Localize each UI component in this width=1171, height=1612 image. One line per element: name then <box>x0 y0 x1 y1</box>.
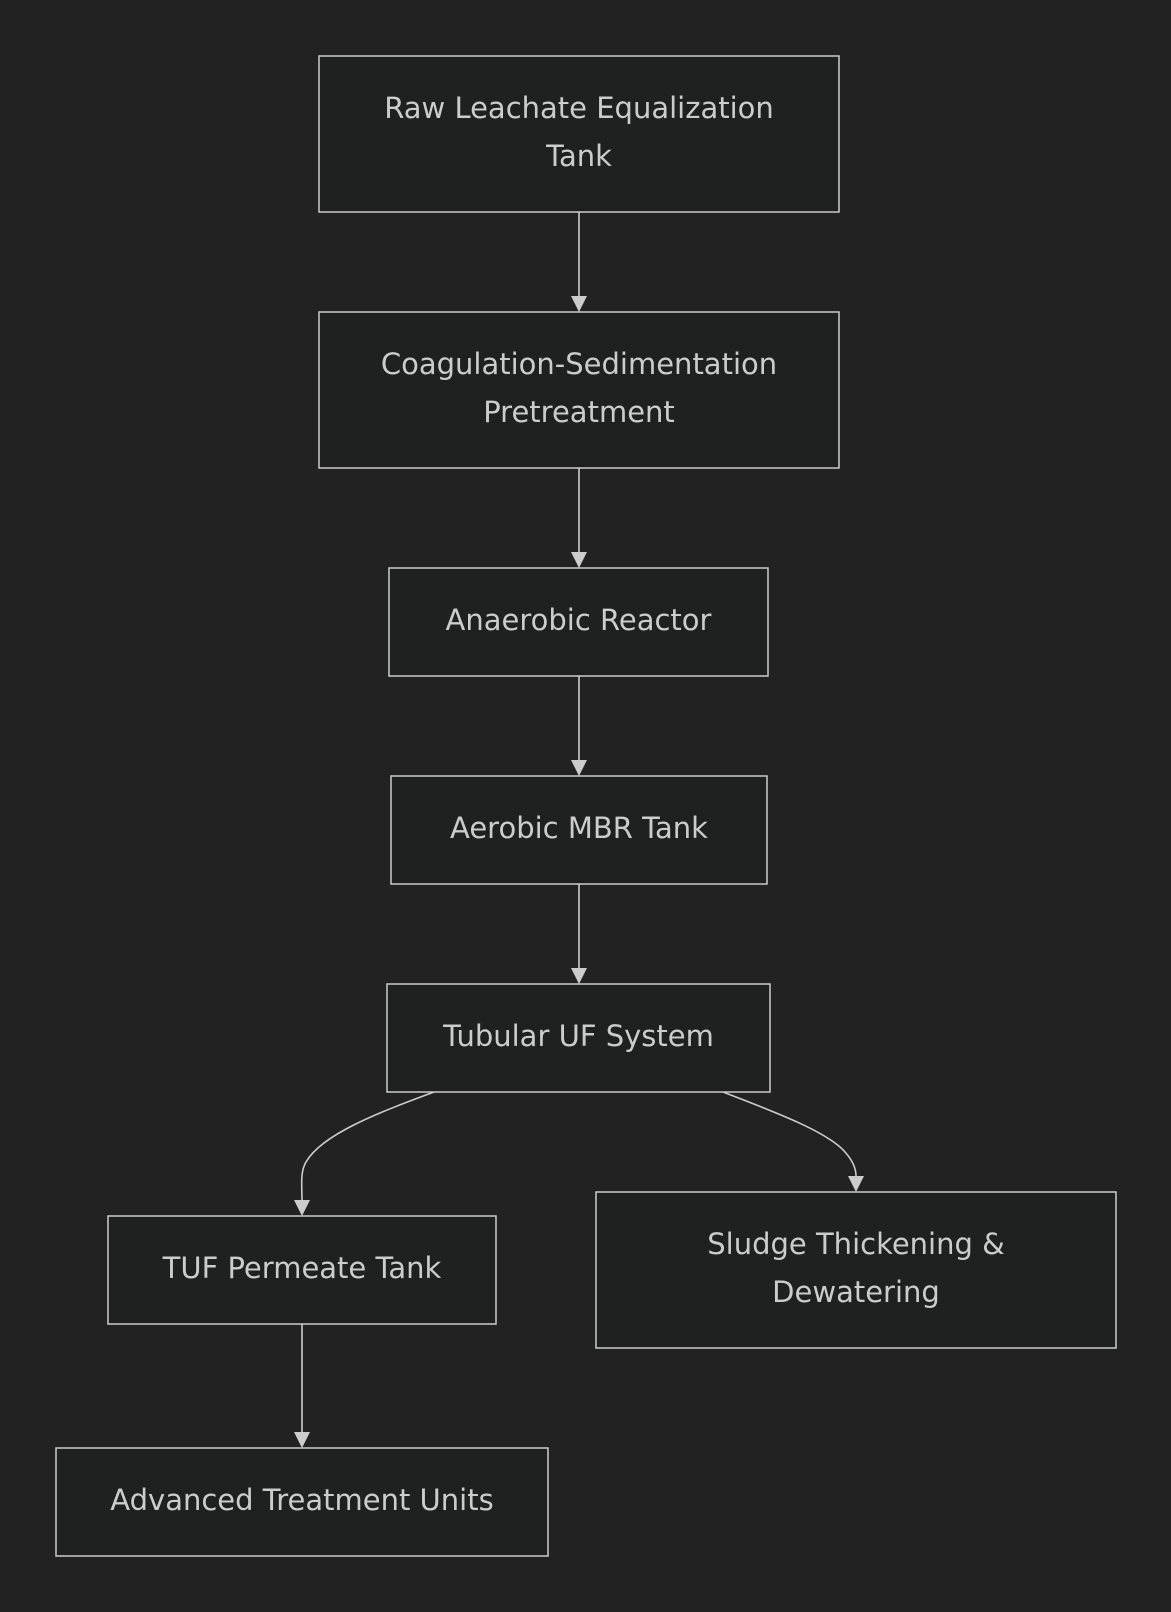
nodes-layer: Raw Leachate EqualizationTankCoagulation… <box>55 55 1117 1557</box>
node-box <box>386 983 771 1093</box>
node-label: Pretreatment <box>483 395 675 429</box>
arrowhead-icon <box>294 1432 310 1448</box>
node-label: Advanced Treatment Units <box>110 1483 493 1517</box>
node-label: Coagulation-Sedimentation <box>381 347 777 381</box>
node-aerobic[interactable]: Aerobic MBR Tank <box>390 775 768 885</box>
node-label: Sludge Thickening & <box>707 1227 1004 1261</box>
edge-coag-to-anaerobic <box>571 468 587 568</box>
edge-tuf-to-sludge <box>722 1091 864 1192</box>
node-label: Anaerobic Reactor <box>446 603 712 637</box>
edge-aerobic-to-tuf <box>571 884 587 984</box>
node-label: Aerobic MBR Tank <box>450 811 708 845</box>
arrowhead-icon <box>571 552 587 568</box>
edges-layer <box>294 212 864 1448</box>
node-tuf[interactable]: Tubular UF System <box>386 983 771 1093</box>
arrowhead-icon <box>848 1176 864 1192</box>
edge-line <box>722 1091 857 1177</box>
edge-anaerobic-to-aerobic <box>571 676 587 776</box>
node-label: Raw Leachate Equalization <box>384 91 774 125</box>
node-anaerobic[interactable]: Anaerobic Reactor <box>388 567 769 677</box>
edge-tuf-to-permeate <box>294 1091 435 1216</box>
node-box <box>595 1191 1117 1349</box>
node-box <box>107 1215 497 1325</box>
edge-raw-to-coag <box>571 212 587 312</box>
arrowhead-icon <box>571 760 587 776</box>
node-sludge[interactable]: Sludge Thickening & Dewatering <box>595 1191 1117 1349</box>
node-label: TUF Permeate Tank <box>162 1251 442 1285</box>
arrowhead-icon <box>294 1200 310 1216</box>
edge-permeate-to-advanced <box>294 1324 310 1448</box>
node-box <box>318 55 840 213</box>
node-label: Tank <box>545 139 612 173</box>
edge-line <box>300 1091 435 1201</box>
node-label: Tubular UF System <box>442 1019 714 1053</box>
node-box <box>318 311 840 469</box>
arrowhead-icon <box>571 296 587 312</box>
node-box <box>55 1447 549 1557</box>
node-box <box>388 567 769 677</box>
node-box <box>390 775 768 885</box>
node-permeate[interactable]: TUF Permeate Tank <box>107 1215 497 1325</box>
arrowhead-icon <box>571 968 587 984</box>
node-advanced[interactable]: Advanced Treatment Units <box>55 1447 549 1557</box>
node-label: Dewatering <box>772 1275 940 1309</box>
